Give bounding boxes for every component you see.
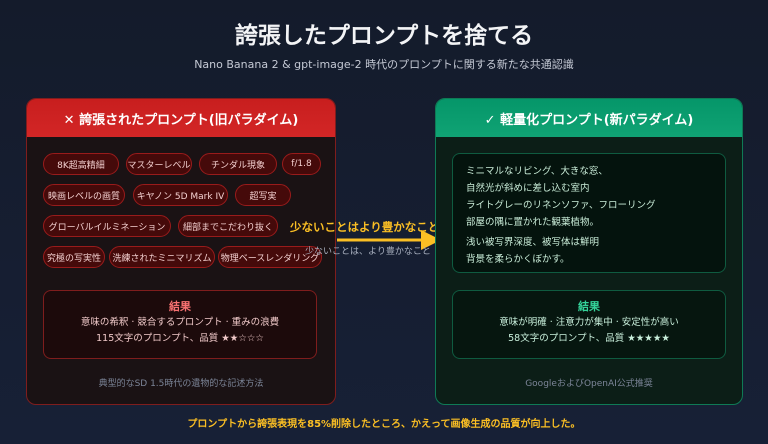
result-title: 結果: [169, 300, 191, 313]
tag: 究極の写実性: [43, 246, 105, 268]
prompt-line: ライトグレーのリネンソファ、フローリング: [466, 200, 656, 211]
tag: 8K超高精細: [43, 153, 119, 175]
new-card-footer: GoogleおよびOpenAI公式推奨: [525, 379, 653, 389]
prompt-line: 背景を柔らかくぼかす。: [466, 254, 570, 265]
prompt-line: 浅い被写界深度、被写体は鮮明: [466, 237, 600, 248]
prompt-line: 部屋の隅に置かれた観葉植物。: [466, 217, 600, 228]
new-result-box: 結果 意味が明確 · 注意力が集中 · 安定性が高い 58文字のプロンプト、品質…: [452, 290, 726, 359]
result-rating: 115文字のプロンプト、品質 ★★☆☆☆: [96, 333, 264, 344]
old-paradigm-card: ✕ 誇張されたプロンプト(旧パラダイム) 8K超高精細 マスターレベル チンダル…: [26, 98, 336, 405]
tag: 洗練されたミニマリズム: [109, 246, 215, 268]
tag: 物理ベースレンダリング: [218, 246, 322, 268]
tag: 細部までこだわり抜く: [178, 215, 278, 237]
bottom-note: プロンプトから誇張表現を85%削除したところ、かえって画像生成の品質が向上した。: [187, 419, 581, 430]
new-card-title: ✓ 軽量化プロンプト(新パラダイム): [436, 99, 742, 137]
result-title: 結果: [578, 300, 600, 313]
arrow-right-icon: [337, 230, 441, 250]
tag: 超写実: [235, 184, 291, 206]
tag: グローバルイルミネーション: [43, 215, 171, 237]
tag: キヤノン 5D Mark IV: [133, 184, 228, 206]
result-description: 意味の希釈 · 競合するプロンプト · 重みの浪費: [80, 317, 280, 328]
tag: f/1.8: [282, 153, 321, 175]
arrow-label: 少ないことはより豊かなこと: [290, 220, 440, 234]
result-description: 意味が明確 · 注意力が集中 · 安定性が高い: [499, 317, 679, 328]
old-result-box: 結果 意味の希釈 · 競合するプロンプト · 重みの浪費 115文字のプロンプト…: [43, 290, 317, 359]
prompt-line: 自然光が斜めに差し込む室内: [466, 183, 590, 194]
tag: 映画レベルの画質: [43, 184, 125, 206]
page-title: 誇張したプロンプトを捨てる: [234, 23, 534, 49]
prompt-example: ミニマルなリビング、大きな窓、 自然光が斜めに差し込む室内 ライトグレーのリネン…: [452, 153, 726, 273]
page-subtitle: Nano Banana 2 & gpt-image-2 時代のプロンプトに関する…: [194, 58, 574, 71]
old-card-footer: 典型的なSD 1.5時代の遺物的な記述方法: [98, 379, 264, 389]
arrow-sublabel: 少ないことは、より豊かなこと: [305, 247, 431, 257]
new-paradigm-card: ✓ 軽量化プロンプト(新パラダイム) ミニマルなリビング、大きな窓、 自然光が斜…: [435, 98, 743, 405]
old-card-title: ✕ 誇張されたプロンプト(旧パラダイム): [27, 99, 335, 137]
tag: マスターレベル: [126, 153, 192, 175]
prompt-line: ミニマルなリビング、大きな窓、: [466, 166, 608, 177]
result-rating: 58文字のプロンプト、品質 ★★★★★: [508, 333, 670, 344]
tag: チンダル現象: [199, 153, 277, 175]
